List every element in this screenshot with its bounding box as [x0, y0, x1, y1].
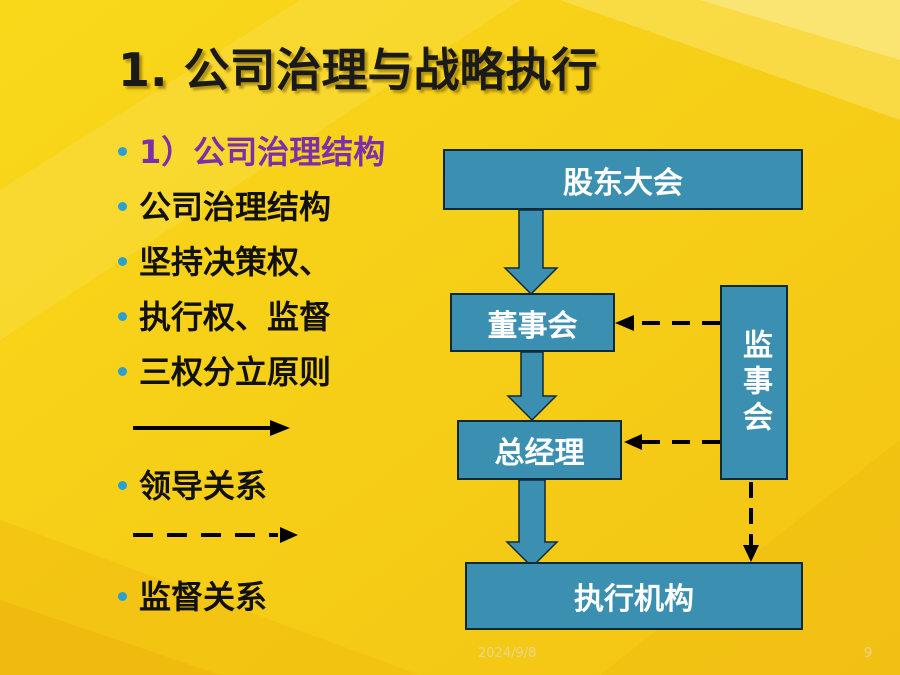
arrow-manager-to-executive — [505, 479, 559, 569]
legend-leadership-label: 领导关系 — [139, 467, 268, 505]
box-shareholders-meeting: 股东大会 — [443, 149, 803, 210]
bullet-text: 三权分立原则 — [139, 353, 332, 391]
box-board-of-directors: 董事会 — [450, 293, 615, 352]
arrow-board-to-manager — [506, 351, 558, 422]
legend-dashed-arrow — [133, 527, 298, 543]
dashed-arrow-to-manager — [624, 434, 720, 450]
box-general-manager: 总经理 — [457, 420, 622, 480]
bullet-heading: 1）公司治理结构 — [118, 132, 385, 172]
arrow-shareholders-to-board — [503, 209, 559, 296]
bullet-dot — [118, 311, 127, 321]
bullet-dot — [118, 256, 127, 266]
slide-title: 1. 公司治理与战略执行 — [118, 43, 598, 97]
dashed-arrow-to-executive — [743, 482, 759, 562]
bullet-dot — [118, 146, 127, 156]
bullet-text: 执行权、监督 — [139, 298, 332, 336]
bullet-item: 三权分立原则 — [118, 352, 331, 392]
legend-leadership: 领导关系 — [118, 466, 267, 506]
bullet-item: 执行权、监督 — [118, 297, 331, 337]
bullet-dot — [118, 480, 127, 490]
bullet-text: 坚持决策权、 — [139, 243, 332, 281]
legend-solid-arrow — [133, 420, 290, 436]
bullet-item: 坚持决策权、 — [118, 242, 331, 282]
legend-supervision-label: 监督关系 — [139, 578, 268, 616]
bullet-dot — [118, 591, 127, 601]
box-supervisory-board: 监事会 — [720, 285, 788, 480]
bullet-text: 公司治理结构 — [139, 188, 332, 226]
bullet-text: 1）公司治理结构 — [139, 133, 386, 171]
dashed-arrow-to-board — [615, 315, 720, 331]
bullet-item: 公司治理结构 — [118, 187, 331, 227]
legend-supervision: 监督关系 — [118, 577, 267, 617]
bullet-dot — [118, 201, 127, 211]
footer-page-number: 9 — [864, 646, 873, 661]
footer-date: 2024/9/8 — [478, 646, 537, 661]
box-executive-body: 执行机构 — [465, 562, 803, 630]
bullet-dot — [118, 366, 127, 376]
